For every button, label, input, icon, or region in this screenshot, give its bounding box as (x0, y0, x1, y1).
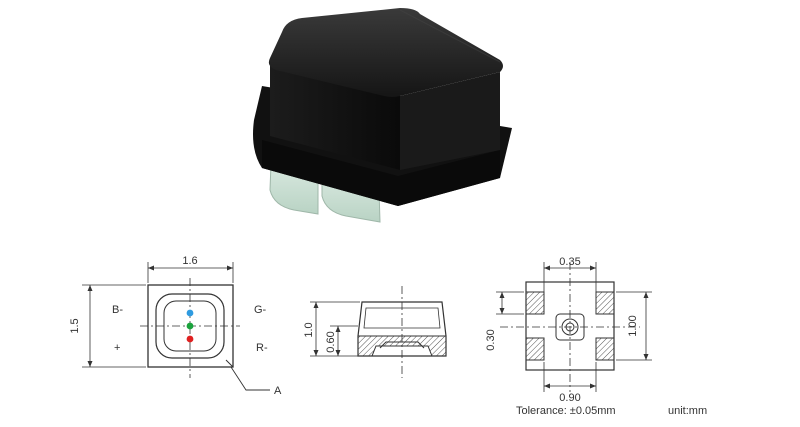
tolerance-note: Tolerance: ±0.05mm (516, 405, 616, 417)
led-package-photo (253, 8, 512, 223)
pin-label-plus: + (114, 342, 120, 354)
side-view (310, 286, 447, 378)
unit-note: unit:mm (668, 405, 707, 417)
top-view-height-label: 1.5 (69, 318, 81, 333)
callout-a-label: A (274, 385, 282, 397)
bottom-pad-4 (595, 337, 615, 361)
callout-a-leader (230, 366, 270, 391)
bottom-pad-gap-label: 0.35 (559, 256, 580, 268)
bottom-view (496, 262, 652, 392)
package-dome-top (268, 8, 503, 97)
pin-label-g-minus: G- (254, 304, 267, 316)
bottom-pad-height-label: 0.30 (485, 329, 497, 350)
bottom-pad-1 (525, 291, 545, 315)
pin-label-r-minus: R- (256, 342, 268, 354)
top-view (82, 262, 270, 391)
bottom-pad-3 (525, 337, 545, 361)
led-blue-dot (186, 309, 194, 317)
side-view-lens-height-label: 0.60 (325, 331, 337, 352)
bottom-overall-width-label: 0.90 (559, 392, 580, 404)
top-view-width-label: 1.6 (182, 255, 197, 267)
led-red-dot (186, 335, 194, 343)
pin-label-b-minus: B- (112, 304, 123, 316)
led-green-dot (186, 322, 194, 330)
bottom-overall-height-label: 1.00 (627, 315, 639, 336)
side-view-height-label: 1.0 (303, 322, 315, 337)
bottom-pad-2 (595, 291, 615, 315)
